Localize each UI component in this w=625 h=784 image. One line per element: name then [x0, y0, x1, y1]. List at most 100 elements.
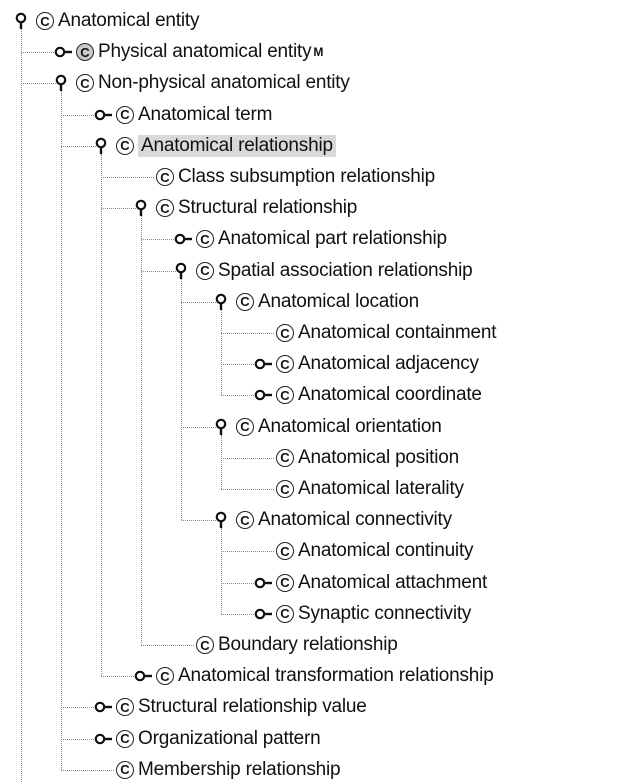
- tree-connector: [101, 177, 154, 178]
- expand-handle-icon[interactable]: [94, 137, 116, 154]
- node-label[interactable]: Anatomical relationship: [138, 134, 336, 157]
- node-label[interactable]: Anatomical location: [258, 290, 419, 312]
- tree-connector: [181, 520, 216, 522]
- node-label[interactable]: Anatomical attachment: [298, 571, 488, 593]
- tree-connector: [181, 278, 182, 521]
- collapse-handle-icon[interactable]: [254, 575, 276, 591]
- collapse-handle-icon[interactable]: [94, 699, 116, 715]
- node-label[interactable]: Spatial association relationship: [218, 259, 473, 281]
- node-label[interactable]: Anatomical term: [138, 103, 273, 125]
- leaf-spacer: [94, 762, 116, 778]
- collapse-handle-icon[interactable]: [94, 731, 116, 747]
- node-label[interactable]: Anatomical adjacency: [298, 353, 479, 375]
- node-label[interactable]: Non-physical anatomical entity: [98, 72, 350, 94]
- node-label[interactable]: Synaptic connectivity: [298, 602, 472, 624]
- class-icon: C: [236, 417, 254, 436]
- tree-connector: [141, 270, 176, 272]
- node-label[interactable]: Organizational pattern: [138, 727, 321, 749]
- tree-connector: [221, 457, 274, 459]
- node-label[interactable]: Anatomical connectivity: [258, 509, 452, 531]
- tree-connector: [101, 208, 136, 210]
- tree-connector: [141, 216, 142, 645]
- node-label[interactable]: Anatomical orientation: [258, 415, 442, 437]
- leaf-spacer: [134, 169, 156, 185]
- collapse-handle-icon[interactable]: [254, 606, 276, 622]
- node-label[interactable]: Anatomical part relationship: [218, 228, 447, 250]
- tree-connector: [221, 489, 274, 490]
- tree-connector: [181, 301, 216, 303]
- node-label[interactable]: Anatomical entity: [58, 10, 200, 31]
- collapse-handle-icon[interactable]: [174, 231, 196, 247]
- collapse-handle-icon[interactable]: [254, 356, 276, 372]
- collapse-handle-icon[interactable]: [54, 44, 76, 60]
- tree-connector: [141, 645, 194, 646]
- expand-handle-icon[interactable]: [214, 511, 236, 529]
- node-label[interactable]: Anatomical position: [298, 446, 459, 468]
- node-label[interactable]: Anatomical containment: [298, 322, 497, 343]
- node-label[interactable]: Physical anatomical entity: [98, 41, 312, 63]
- class-icon: C: [276, 448, 294, 467]
- node-label[interactable]: Boundary relationship: [218, 634, 398, 655]
- class-icon: C: [196, 261, 214, 280]
- node-label[interactable]: Anatomical transformation relationship: [178, 665, 494, 687]
- node-label[interactable]: Anatomical coordinate: [298, 384, 482, 406]
- tree-connector: [21, 29, 22, 782]
- node-label[interactable]: Membership relationship: [138, 758, 341, 780]
- tree-connector: [21, 83, 56, 85]
- expand-handle-icon[interactable]: [214, 418, 236, 435]
- node-label[interactable]: Anatomical continuity: [298, 540, 474, 562]
- expand-handle-icon[interactable]: [14, 12, 36, 29]
- class-icon: C: [76, 43, 94, 62]
- node-label[interactable]: Anatomical laterality: [298, 478, 464, 499]
- class-icon: C: [196, 230, 214, 249]
- class-icon: C: [196, 636, 214, 654]
- node-label[interactable]: Structural relationship: [178, 197, 358, 219]
- class-icon: C: [76, 74, 94, 93]
- class-icon: C: [116, 136, 134, 155]
- tree-connector: [221, 528, 222, 614]
- class-icon: C: [156, 199, 174, 218]
- leaf-spacer: [254, 481, 276, 497]
- leaf-spacer: [254, 325, 276, 341]
- expand-handle-icon[interactable]: [54, 75, 76, 92]
- tree-connector: [61, 91, 62, 770]
- expand-handle-icon[interactable]: [214, 293, 236, 310]
- collapse-handle-icon[interactable]: [134, 668, 156, 684]
- tree-connector: [61, 114, 96, 116]
- leaf-spacer: [254, 543, 276, 559]
- expand-handle-icon[interactable]: [174, 262, 196, 279]
- node-label[interactable]: Class subsumption relationship: [178, 166, 435, 187]
- expand-handle-icon[interactable]: [134, 199, 156, 217]
- class-icon: C: [276, 542, 294, 561]
- node-label[interactable]: Structural relationship value: [138, 696, 367, 718]
- collapse-handle-icon[interactable]: [94, 107, 116, 123]
- collapse-handle-icon[interactable]: [254, 387, 276, 403]
- class-icon: C: [116, 105, 134, 124]
